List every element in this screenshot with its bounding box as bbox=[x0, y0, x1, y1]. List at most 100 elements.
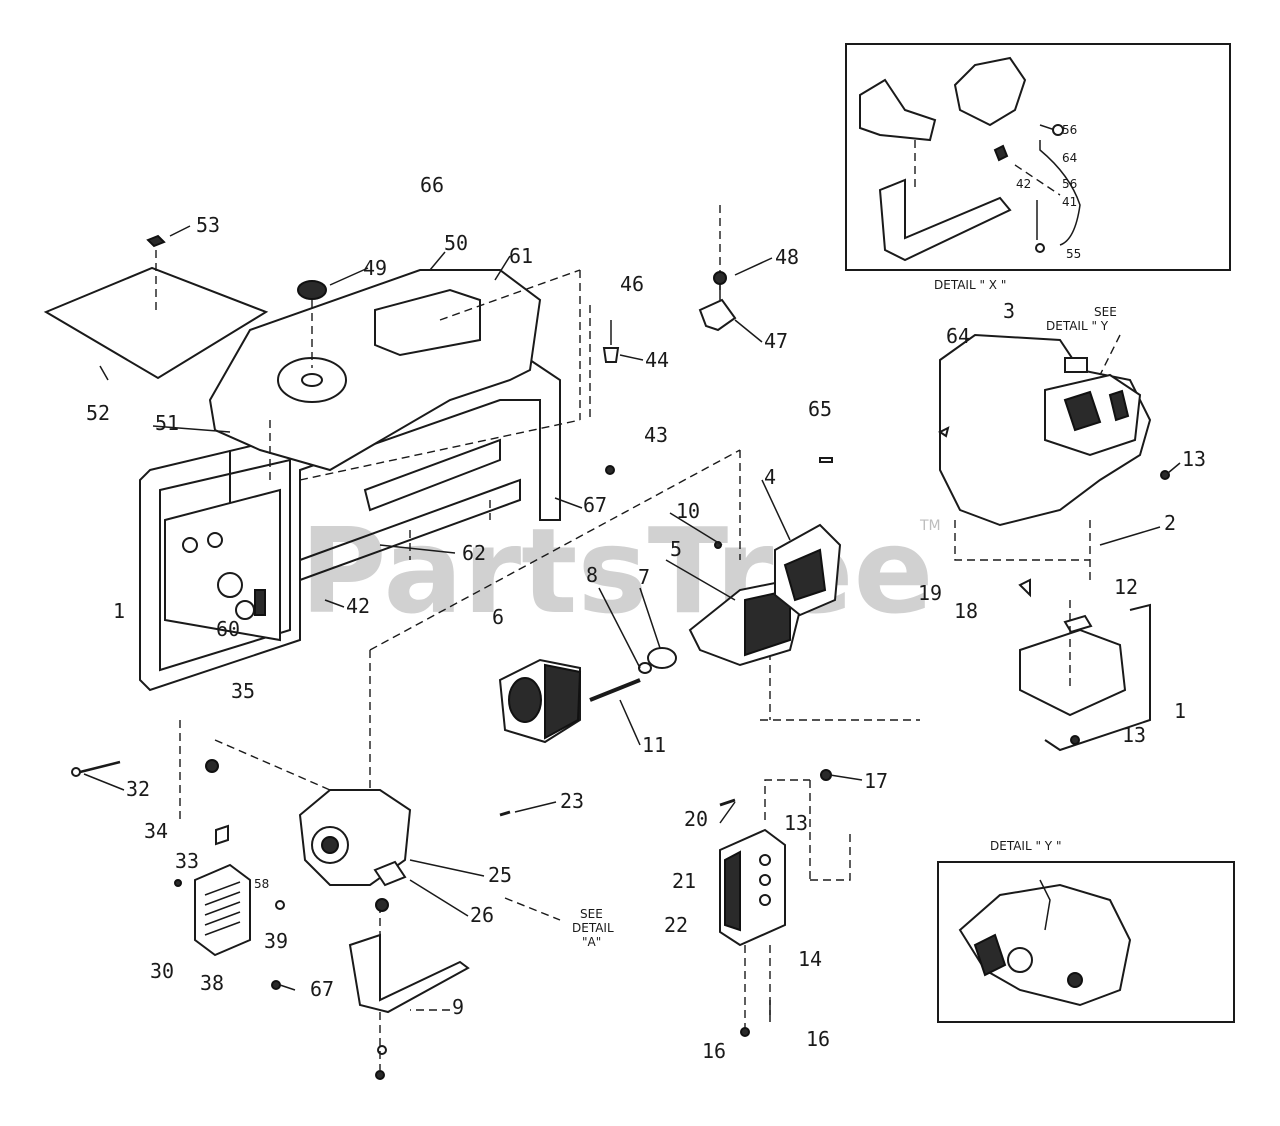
bolt-32 bbox=[79, 760, 121, 774]
frame-end bbox=[159, 458, 291, 672]
callout-32: 32 bbox=[126, 777, 150, 801]
callout-25: 25 bbox=[488, 863, 512, 887]
rotor bbox=[688, 578, 802, 667]
bolt-19 bbox=[1018, 578, 1031, 598]
nut-35 bbox=[205, 759, 219, 773]
callout-23: 23 bbox=[560, 789, 584, 813]
key-23 bbox=[499, 810, 511, 817]
callout-42: 42 bbox=[346, 594, 370, 618]
control-box bbox=[719, 769, 851, 1037]
callout-61: 61 bbox=[509, 244, 533, 268]
callout-13c: 13 bbox=[1122, 723, 1146, 747]
see-detail-a-line3: "A" bbox=[582, 935, 601, 949]
end-housing bbox=[298, 789, 412, 887]
callout-1a: 1 bbox=[113, 599, 125, 623]
screw-20 bbox=[719, 798, 736, 807]
callout-48: 48 bbox=[775, 245, 799, 269]
detail-y-title: DETAIL " Y " bbox=[990, 839, 1061, 853]
bushing-17 bbox=[820, 769, 832, 781]
callout-38: 38 bbox=[200, 971, 224, 995]
clip-33 bbox=[215, 824, 229, 846]
callout-62: 62 bbox=[462, 541, 486, 565]
fuel-cap bbox=[297, 280, 327, 300]
foot-handle bbox=[348, 898, 470, 1080]
detail-x-handle bbox=[878, 178, 1012, 262]
callout-6: 6 bbox=[492, 605, 504, 629]
see-detail-y-line2: DETAIL " Y bbox=[1046, 319, 1109, 333]
see-detail-a-line1: SEE bbox=[580, 907, 603, 921]
callout-30: 30 bbox=[150, 959, 174, 983]
callout-16a: 16 bbox=[702, 1039, 726, 1063]
callout-1b: 1 bbox=[1174, 699, 1186, 723]
detail-x-frame bbox=[845, 43, 1231, 271]
valve-fitting bbox=[713, 271, 727, 285]
callout-64: 64 bbox=[946, 324, 970, 348]
fuel-tank-body bbox=[208, 269, 542, 472]
callout-22: 22 bbox=[664, 913, 688, 937]
callout-46: 46 bbox=[620, 272, 644, 296]
bracket-12 bbox=[1063, 614, 1093, 634]
detail-x-engine-part bbox=[953, 56, 1027, 127]
engine bbox=[939, 333, 1152, 580]
grommet bbox=[602, 347, 620, 363]
bearing bbox=[647, 647, 677, 669]
washer bbox=[638, 662, 652, 674]
detail-x-callout-42: 42 bbox=[1016, 177, 1031, 191]
callout-14: 14 bbox=[798, 947, 822, 971]
callout-53: 53 bbox=[196, 213, 220, 237]
detail-x-callout-56b: 56 bbox=[1062, 177, 1077, 191]
callout-19: 19 bbox=[918, 581, 942, 605]
tank-label-area bbox=[374, 288, 481, 357]
callout-35: 35 bbox=[231, 679, 255, 703]
plate-screw bbox=[146, 234, 166, 248]
callout-2: 2 bbox=[1164, 511, 1176, 535]
callout-39: 39 bbox=[264, 929, 288, 953]
callout-67a: 67 bbox=[583, 493, 607, 517]
detail-x-callout-64: 64 bbox=[1062, 151, 1077, 165]
nut-43 bbox=[605, 465, 615, 475]
callout-8: 8 bbox=[586, 563, 598, 587]
callout-7: 7 bbox=[638, 565, 650, 589]
detail-x-callout-55: 55 bbox=[1066, 247, 1081, 261]
detail-x-inset: 56 64 56 42 41 55 bbox=[845, 43, 1231, 271]
control-panel bbox=[164, 488, 281, 642]
callout-60: 60 bbox=[216, 617, 240, 641]
through-bolt bbox=[589, 678, 641, 702]
callout-12: 12 bbox=[1114, 575, 1138, 599]
detail-y-inset bbox=[937, 861, 1235, 1023]
brush-holder bbox=[373, 860, 407, 887]
panel-plate-shape bbox=[43, 266, 269, 380]
stator-housing bbox=[774, 523, 842, 617]
callout-65: 65 bbox=[808, 397, 832, 421]
callout-67b: 67 bbox=[310, 977, 334, 1001]
callout-21: 21 bbox=[672, 869, 696, 893]
panel-plate bbox=[43, 234, 269, 381]
fuel-shutoff-valve bbox=[698, 298, 737, 332]
callout-3: 3 bbox=[1003, 299, 1015, 323]
watermark-trademark: TM bbox=[919, 518, 941, 534]
detail-y-carburetor bbox=[958, 883, 1132, 1007]
callout-33: 33 bbox=[175, 849, 199, 873]
callout-51: 51 bbox=[155, 411, 179, 435]
callout-50: 50 bbox=[444, 231, 468, 255]
callout-5: 5 bbox=[670, 537, 682, 561]
foot-handle-bar bbox=[348, 933, 470, 1014]
rear-cover bbox=[194, 863, 251, 957]
callout-43: 43 bbox=[644, 423, 668, 447]
detail-y-frame bbox=[937, 861, 1235, 1023]
callout-13a: 13 bbox=[784, 811, 808, 835]
callout-16b: 16 bbox=[806, 1027, 830, 1051]
callout-17: 17 bbox=[864, 769, 888, 793]
screw-67b bbox=[271, 980, 281, 990]
fuel-valve bbox=[698, 271, 737, 332]
see-detail-y-line1: SEE bbox=[1094, 305, 1117, 319]
rear-cover-plate bbox=[194, 863, 251, 957]
stator bbox=[498, 658, 582, 744]
callout-34: 34 bbox=[144, 819, 168, 843]
callout-13b: 13 bbox=[1182, 447, 1206, 471]
callout-44: 44 bbox=[645, 348, 669, 372]
callout-26: 26 bbox=[470, 903, 494, 927]
callout-4: 4 bbox=[764, 465, 776, 489]
